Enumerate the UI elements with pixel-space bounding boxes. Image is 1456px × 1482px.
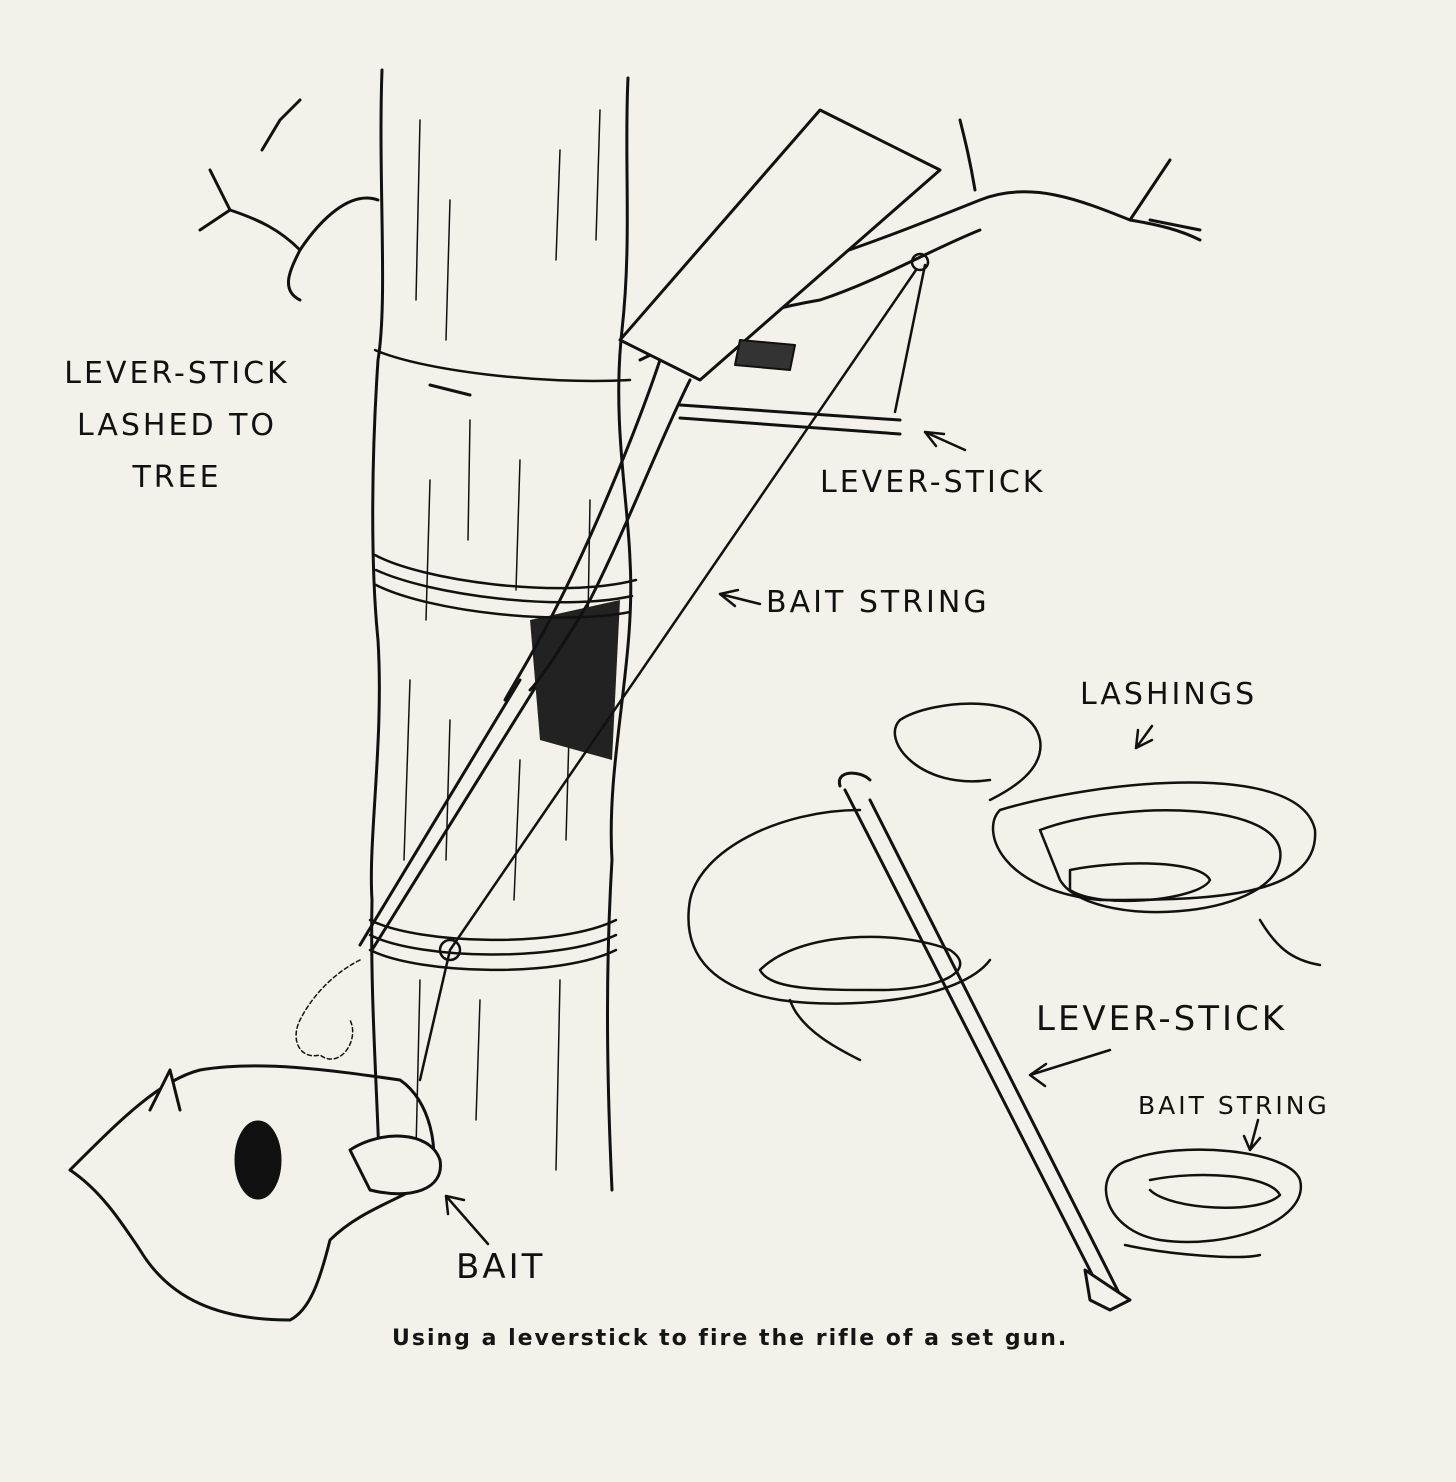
trunk-lashings (368, 348, 638, 972)
lever-stick-on-tree (428, 383, 902, 436)
rifle (358, 108, 942, 952)
lever-stick-arrow (1028, 1048, 1112, 1088)
label-bait-string-tree: BAIT STRING (766, 585, 990, 620)
label-lever-stick-lashed-to-tree: LEVER-STICK LASHED TO TREE (64, 356, 290, 495)
lever-stick-loose (837, 771, 1132, 1312)
label-lashings: LASHINGS (1080, 677, 1258, 712)
lever-stick-top-arrow (923, 430, 967, 452)
smoke-puff (295, 959, 361, 1060)
lashings-coil (687, 702, 1322, 1062)
label-lever-stick-top: LEVER-STICK (820, 465, 1046, 500)
bait-arrow (444, 1194, 490, 1246)
bait-string-bottom-arrow (1242, 1118, 1262, 1152)
figure-caption: Using a leverstick to fire the rifle of … (392, 1326, 1069, 1351)
left-branch (198, 98, 380, 302)
label-lever-stick-bottom: LEVER-STICK (1036, 999, 1288, 1039)
bait-string-coil (1104, 1148, 1303, 1259)
lashings-arrow (1134, 724, 1154, 750)
tree-trunk (369, 68, 633, 1192)
animal-head (68, 1064, 442, 1322)
label-bait: BAIT (456, 1247, 546, 1287)
bait-string-tree-arrow (718, 588, 762, 608)
bait-object (348, 1134, 442, 1196)
bait-string-line (418, 252, 930, 1082)
label-bait-string-bottom: BAIT STRING (1138, 1091, 1330, 1120)
